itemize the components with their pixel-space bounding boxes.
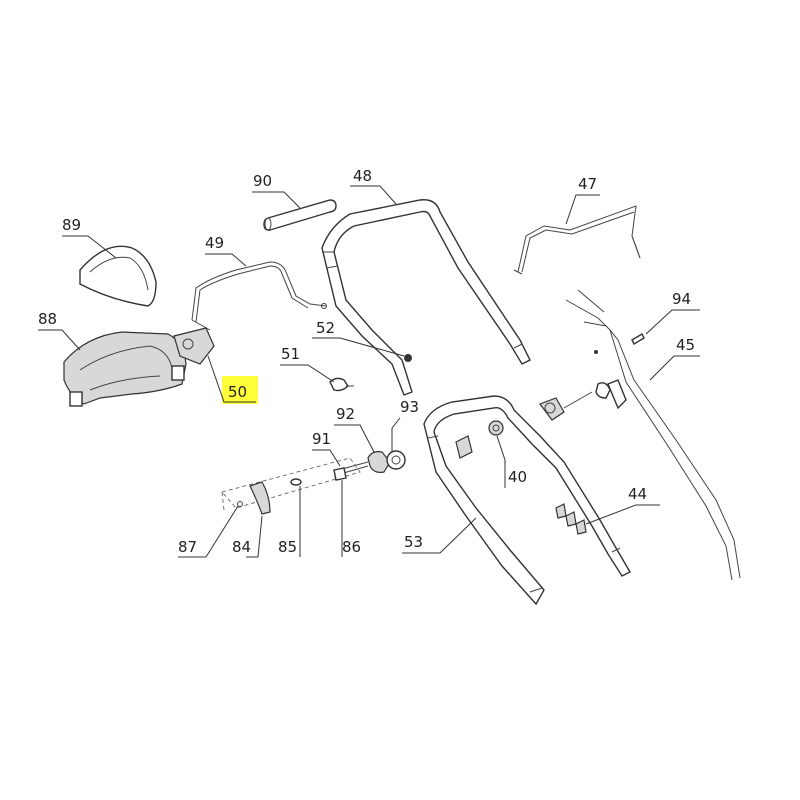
- label-51: 51: [281, 345, 300, 363]
- part-48-upper-handle: [321, 199, 531, 396]
- part-88-grass-bag-frame: [63, 327, 215, 407]
- part-94-pin: [631, 333, 645, 345]
- part-45-cable: [565, 289, 741, 581]
- label-48: 48: [353, 167, 372, 185]
- part-lever-assembly: [221, 457, 361, 515]
- part-clip: [455, 435, 473, 459]
- label-89: 89: [62, 216, 81, 234]
- label-47: 47: [578, 175, 597, 193]
- part-53-lower-handle: [423, 395, 631, 606]
- part-52-screw: [404, 354, 412, 362]
- label-49: 49: [205, 234, 224, 252]
- label-92: 92: [336, 405, 355, 423]
- highlight-marker: [222, 376, 258, 404]
- leader-lines: [38, 185, 700, 558]
- part-40-knob: [488, 420, 504, 436]
- part-51-bolt: [329, 377, 354, 392]
- part-44-clips: [555, 503, 587, 535]
- label-44: 44: [628, 485, 647, 503]
- label-53: 53: [404, 533, 423, 551]
- label-40: 40: [508, 468, 527, 486]
- part-labels: 90 48 47 89 49 88 52 94 45 51 50 92 93 9…: [38, 167, 695, 556]
- part-92-93-knob-assembly: [337, 450, 406, 475]
- label-84: 84: [232, 538, 251, 556]
- label-88: 88: [38, 310, 57, 328]
- label-50: 50: [228, 383, 247, 401]
- label-91: 91: [312, 430, 331, 448]
- label-85: 85: [278, 538, 297, 556]
- part-47-bracket: [513, 205, 641, 275]
- label-86: 86: [342, 538, 361, 556]
- part-49-cable: [191, 261, 327, 331]
- label-94: 94: [672, 290, 691, 308]
- part-right-bracket-assembly: [539, 379, 627, 421]
- label-93: 93: [400, 398, 419, 416]
- label-45: 45: [676, 336, 695, 354]
- part-90-rod: [263, 199, 337, 231]
- label-52: 52: [316, 319, 335, 337]
- label-87: 87: [178, 538, 197, 556]
- label-90: 90: [253, 172, 272, 190]
- part-89-flap: [79, 245, 157, 307]
